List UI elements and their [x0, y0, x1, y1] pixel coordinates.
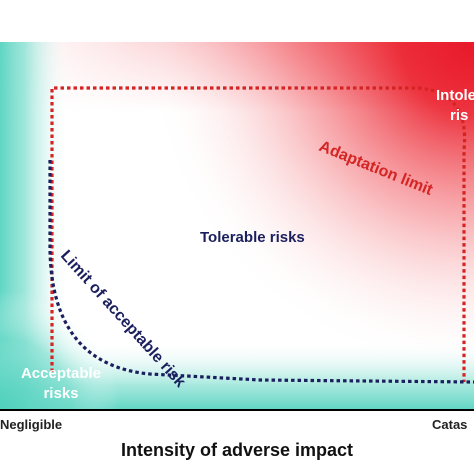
- intolerable-risks-line2: ris: [450, 107, 469, 124]
- intolerable-risks-line1: Intole: [436, 87, 474, 104]
- adaptation-limit-line: [50, 86, 467, 382]
- x-axis-left-tick: Negligible: [0, 417, 63, 432]
- intolerable-risks-label: Intole ris: [436, 86, 474, 126]
- x-axis-right-tick: Catas: [432, 417, 468, 432]
- x-axis-title: Intensity of adverse impact: [120, 440, 354, 460]
- acceptable-risks-line1: Acceptable: [20, 365, 102, 382]
- acceptable-risks-line2: risks: [43, 385, 79, 402]
- acceptable-risks-label: Acceptable risks: [6, 364, 116, 404]
- acceptable-limit-line: [48, 160, 474, 384]
- tolerable-risks-label: Tolerable risks: [200, 229, 305, 246]
- acceptable-zone-corner: [0, 290, 140, 410]
